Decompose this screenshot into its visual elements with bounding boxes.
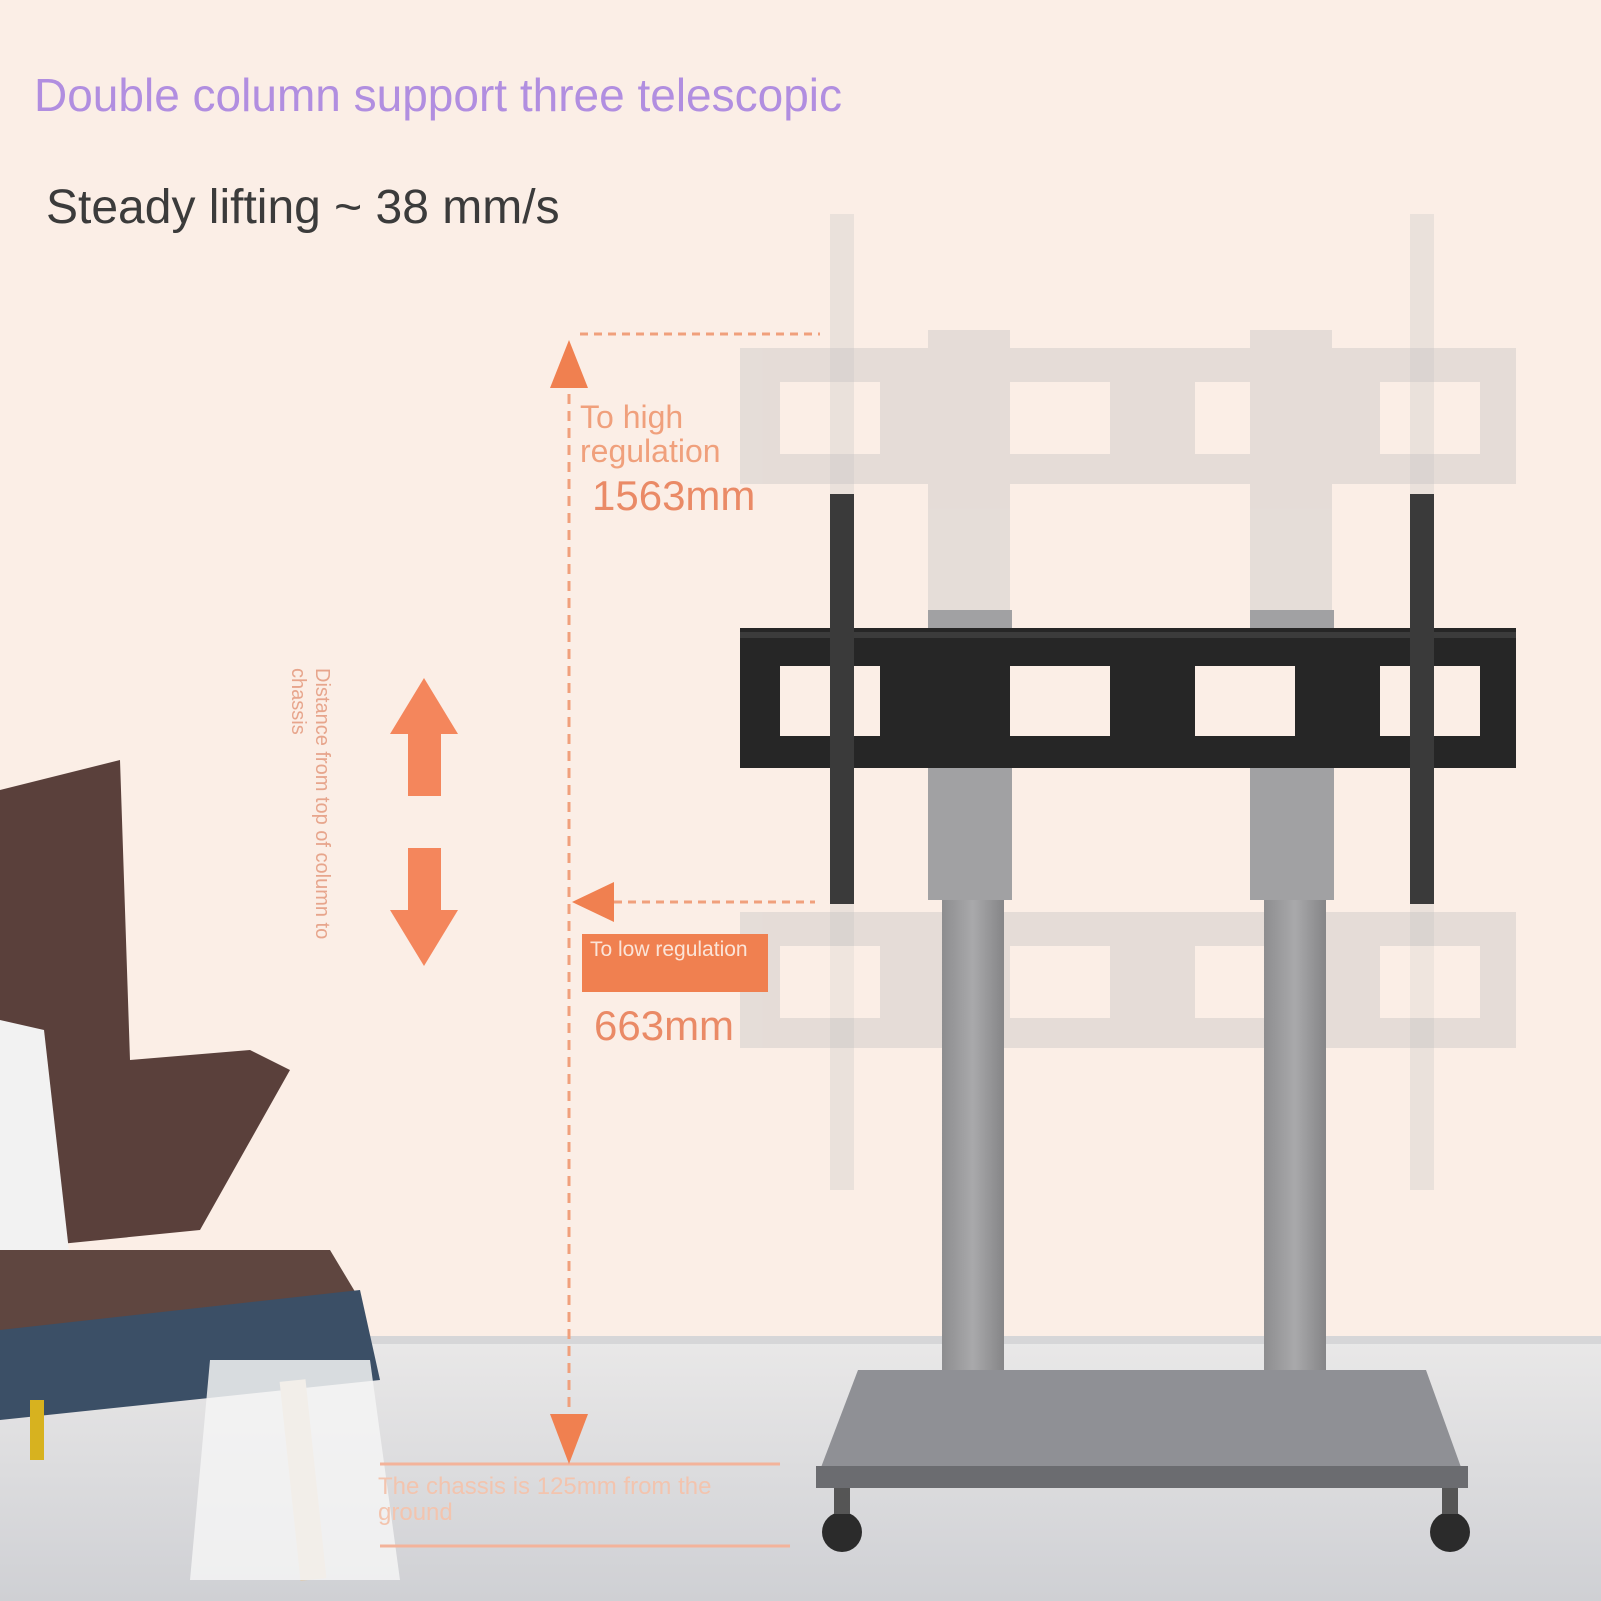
measurement-guides <box>380 332 820 1548</box>
chassis-height-label: The chassis is 125mm from the ground <box>378 1473 712 1526</box>
lifting-speed: Steady lifting ~ 38 mm/s <box>46 181 560 234</box>
column-distance-label: Distance from top of column to chassis <box>287 668 333 940</box>
caster-wheel-left <box>822 1512 862 1552</box>
arrow-down-icon <box>550 1414 588 1464</box>
ghost-bracket-high <box>740 330 1516 890</box>
ghost-bracket-low <box>740 912 1516 1048</box>
caster-wheel-right <box>1430 1512 1470 1552</box>
arrow-up-icon <box>550 340 588 388</box>
high-regulation-label: To high regulation <box>580 399 721 469</box>
up-arrow-icon <box>390 678 458 796</box>
low-regulation-badge <box>582 934 768 992</box>
tv-mount-bracket <box>740 494 1516 904</box>
low-regulation-value: 663mm <box>594 1002 735 1049</box>
low-regulation-label: To low regulation <box>590 938 748 961</box>
high-regulation-value: 1563mm <box>592 472 756 519</box>
down-arrow-icon <box>390 848 458 966</box>
stand-base <box>816 1370 1470 1552</box>
armchair <box>0 760 400 1581</box>
arrow-left-icon <box>572 882 614 922</box>
page-title: Double column support three telescopic <box>34 69 843 121</box>
